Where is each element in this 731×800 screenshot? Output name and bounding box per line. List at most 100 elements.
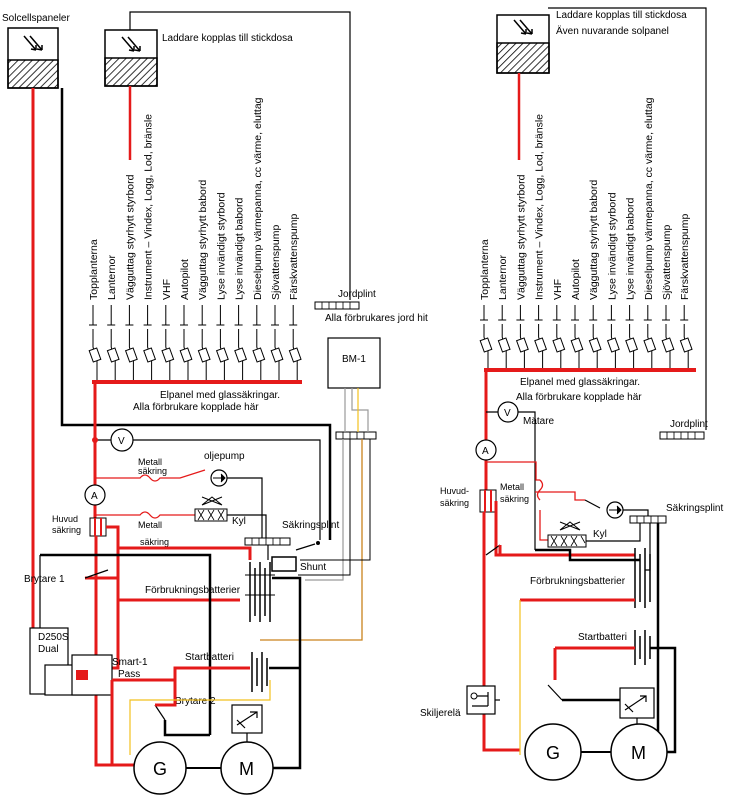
left-glass-fuse (161, 329, 175, 380)
kyl-label: Kyl (232, 516, 246, 527)
ammeter-symbol: A (91, 491, 98, 502)
right-consumer-wire (552, 305, 561, 321)
right-consumer-wire (662, 305, 670, 321)
brytare-2-label: Brytare 2 (175, 696, 216, 707)
right-forbruk-label: Förbrukningsbatterier (530, 576, 626, 587)
oljepump-label: oljepump (204, 451, 245, 462)
smart-label-a: Smart-1 (112, 657, 148, 668)
huvud-a: Huvud (52, 514, 78, 524)
matare-label: Mätare (523, 416, 555, 427)
left-consumer-wire (216, 305, 225, 326)
left-consumer-wire (107, 305, 116, 326)
right-metall-b: säkring (500, 494, 529, 504)
left-glass-fuse (124, 329, 138, 380)
metall-2a: Metall (138, 520, 162, 530)
charger-label: Laddare kopplas till stickdosa (162, 33, 293, 44)
jordplint-label: Jordplint (338, 289, 376, 300)
left-diagram: Solcellspaneler Laddare kopplas till sti… (2, 11, 428, 795)
left-consumer-label: Vägguttag styrhytt styrbord (124, 174, 136, 300)
right-glass-fuse (606, 324, 620, 368)
left-glass-fuse (215, 329, 229, 380)
right-consumer-label: VHF (552, 279, 564, 300)
left-glass-fuse (197, 329, 211, 380)
right-glass-fuse (643, 324, 657, 368)
left-consumer-wire (252, 305, 261, 326)
left-consumer-label: Dieselpump värmepanna, cc värme, eluttag (252, 97, 264, 300)
right-consumer-label: Lyse invändigt babord (625, 197, 637, 300)
left-consumer-list: Topplanterna Lanternor Vägguttag styrhytt … (88, 97, 300, 326)
right-diagram: Laddare kopplas till stickdosa Även nuva… (420, 7, 723, 781)
left-consumer-wire (143, 305, 152, 326)
left-consumer-wire (198, 305, 207, 326)
right-startbatteri-label: Startbatteri (578, 632, 627, 643)
left-consumer-wire (125, 305, 134, 326)
right-glass-fuse (552, 324, 566, 368)
skiljerela-label: Skiljerelä (420, 708, 461, 719)
left-consumer-label: Autopilot (179, 259, 191, 300)
charger (104, 29, 158, 87)
right-consumer-wire (625, 305, 634, 321)
motor-symbol: M (239, 759, 254, 779)
left-consumer-label: Vägguttag styrhytt babord (197, 180, 209, 300)
solar-label: Solcellspaneler (2, 13, 70, 24)
right-consumer-label: Lanternor (497, 255, 509, 300)
right-consumer-wire (571, 305, 579, 321)
left-consumer-label: Sjövattenspump (270, 225, 282, 300)
start-battery (251, 652, 268, 692)
right-glass-fuse (625, 324, 639, 368)
left-glass-fuse (143, 329, 157, 380)
right-charger (496, 14, 550, 74)
right-glass-fuse (588, 324, 602, 368)
right-consumer-wire (680, 305, 689, 321)
left-consumer-wire (271, 305, 279, 326)
forbrukningsbatterier-label: Förbrukningsbatterier (145, 585, 241, 596)
right-kyl-label: Kyl (593, 529, 607, 540)
left-consumer-label: Instrument – Vindex, Logg, Lod, bränsle (143, 114, 155, 300)
right-huvud-a: Huvud- (440, 486, 469, 496)
left-glass-fuse (288, 329, 302, 380)
right-consumer-label: Färskvattenspump (679, 213, 691, 300)
left-glass-fuse (270, 329, 284, 380)
right-charger-label-2: Även nuvarande solpanel (556, 25, 669, 37)
right-glass-fuse (479, 324, 493, 368)
d250-label-a: D250S (38, 632, 69, 643)
right-consumer-wire (516, 305, 525, 321)
right-glass-fuse (534, 324, 548, 368)
voltmeter-symbol: V (118, 436, 125, 447)
smart-label-b: Pass (118, 669, 140, 680)
right-glass-fuse (570, 324, 584, 368)
right-consumer-wire (607, 305, 616, 321)
right-start-battery (634, 630, 651, 665)
solar-panel (7, 27, 59, 89)
right-consumer-label: Topplanterna (479, 239, 491, 300)
elpanel-label-2: Alla förbrukare kopplade här (133, 402, 259, 413)
right-jordplint-label: Jordplint (670, 419, 708, 430)
left-consumer-label: Färskvattenspump (288, 213, 300, 300)
left-consumer-label: Lanternor (106, 255, 118, 300)
right-consumer-label: Lyse invändigt styrbord (606, 192, 618, 300)
left-consumer-label: Topplanterna (88, 239, 100, 300)
left-glass-fuse (88, 329, 102, 380)
left-consumer-wire (180, 305, 188, 326)
right-metall-a: Metall (500, 482, 524, 492)
left-consumer-label: Lyse invändigt babord (234, 197, 246, 300)
right-service-batteries (634, 548, 651, 608)
right-consumer-label: Sjövattenspump (661, 225, 673, 300)
right-huvud-b: säkring (440, 498, 469, 508)
generator-symbol: G (153, 759, 167, 779)
right-consumer-wire (480, 305, 488, 321)
metall-1a: Metall (138, 457, 162, 467)
metall-1b: säkring (138, 466, 167, 476)
right-glass-fuse (661, 324, 675, 368)
right-consumer-wire (589, 305, 598, 321)
right-consumer-label: Instrument – Vindex, Logg, Lod, bränsle (534, 114, 546, 300)
left-consumer-label: VHF (161, 279, 173, 300)
metall-2b: säkring (140, 537, 169, 547)
brytare-1-label: Brytare 1 (24, 574, 65, 585)
right-consumer-label: Dieselpump värmepanna, cc värme, eluttag (643, 97, 655, 300)
left-consumer-label: Lyse invändigt styrbord (215, 192, 227, 300)
left-consumer-wire (289, 305, 298, 326)
right-glass-fuse (497, 324, 511, 368)
